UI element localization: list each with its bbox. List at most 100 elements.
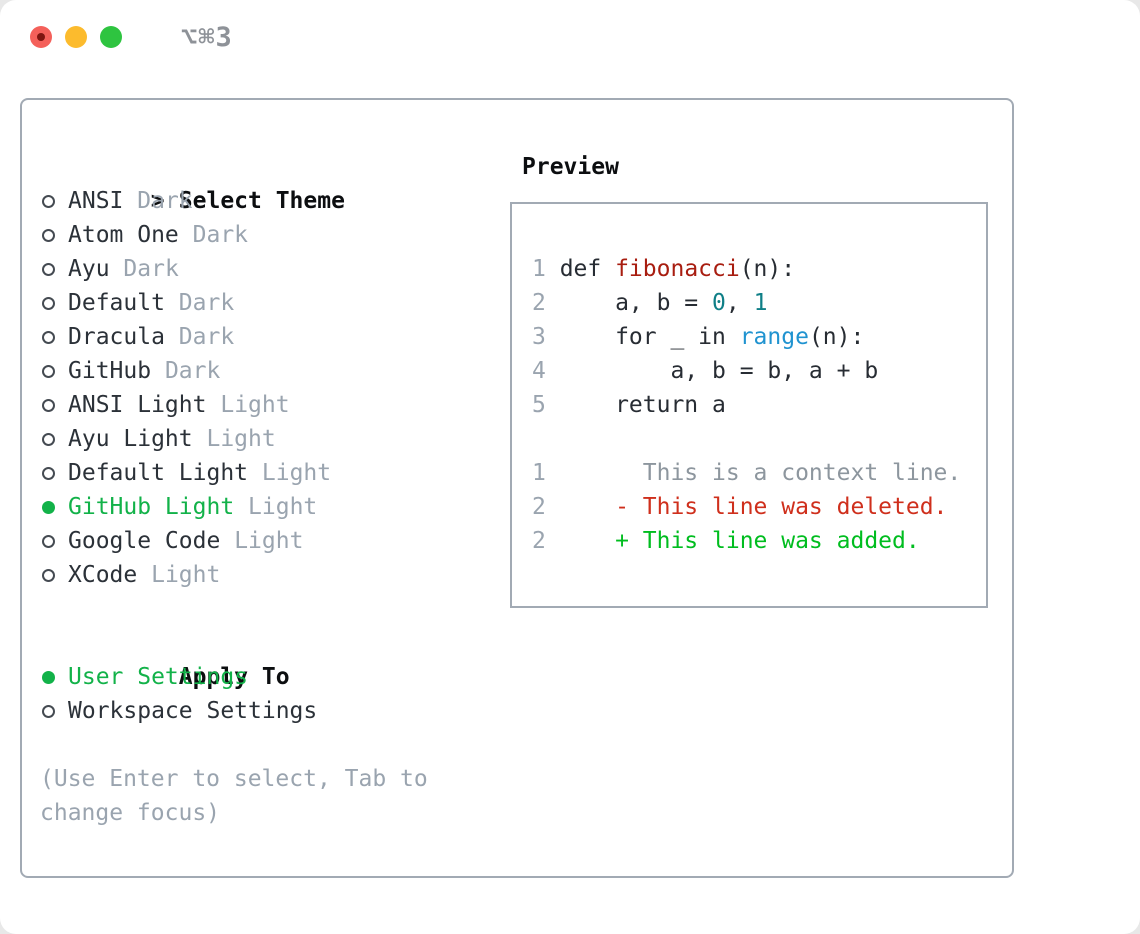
theme-variant: Light [220, 392, 290, 418]
radio-unselected-icon [42, 331, 55, 344]
theme-variant: Dark [123, 256, 179, 282]
radio-unselected-icon [42, 365, 55, 378]
theme-name: Ayu [68, 256, 110, 282]
close-button-icon[interactable] [30, 26, 52, 48]
theme-variant: Dark [178, 324, 235, 350]
apply-option-workspace-settings[interactable]: Workspace Settings [40, 694, 446, 728]
radio-unselected-icon [42, 705, 55, 718]
code-line: 5 return a [532, 388, 986, 422]
line-number: 2 [532, 494, 546, 520]
theme-option-google-code[interactable]: Google Code Light [40, 524, 446, 558]
code-blank-line [532, 422, 986, 456]
radio-unselected-icon [42, 195, 55, 208]
theme-name: Default [68, 290, 165, 316]
theme-variant: Dark [164, 358, 221, 384]
theme-name: Atom One [68, 222, 179, 248]
theme-variant: Light [234, 528, 304, 554]
theme-name: GitHub [68, 358, 152, 384]
minimize-button-icon[interactable] [65, 26, 87, 48]
radio-unselected-icon [42, 433, 55, 446]
code-line: 2 - This line was deleted. [532, 490, 986, 524]
theme-name: Google Code [68, 528, 221, 554]
theme-option-ayu[interactable]: Ayu Dark [40, 252, 446, 286]
code-token-fg: for _ in [559, 324, 740, 350]
theme-variant: Light [206, 426, 276, 452]
traffic-lights [30, 26, 135, 48]
theme-name: ANSI [68, 188, 124, 214]
window-titlebar: ⌥⌘3 [0, 0, 1140, 74]
code-token-del: - This line was deleted. [559, 494, 948, 520]
code-line: 1 This is a context line. [532, 456, 986, 490]
line-number: 5 [532, 392, 546, 418]
code-line: 1 def fibonacci(n): [532, 252, 986, 286]
theme-option-github-light[interactable]: GitHub Light Light [40, 490, 446, 524]
radio-unselected-icon [42, 297, 55, 310]
apply-option-user-settings[interactable]: User Settings [40, 660, 446, 694]
preview-title: Preview [522, 154, 619, 180]
line-number: 1 [532, 460, 546, 486]
code-line: 4 a, b = b, a + b [532, 354, 986, 388]
line-number: 3 [532, 324, 546, 350]
theme-name: Ayu Light [68, 426, 193, 452]
theme-option-ansi-light[interactable]: ANSI Light Light [40, 388, 446, 422]
theme-name: GitHub Light [68, 494, 235, 520]
radio-unselected-icon [42, 467, 55, 480]
code-token-fg: a, b = b, a + b [559, 358, 879, 384]
radio-selected-icon [42, 671, 55, 684]
theme-option-default-light[interactable]: Default Light Light [40, 456, 446, 490]
radio-unselected-icon [42, 569, 55, 582]
line-number: 2 [532, 290, 546, 316]
prompt-caret-icon: > [150, 188, 165, 214]
code-token-add: + This line was added. [559, 528, 920, 554]
code-token-num: 1 [753, 290, 768, 316]
code-token-fg: (n): [808, 324, 865, 350]
theme-option-default[interactable]: Default Dark [40, 286, 446, 320]
theme-option-ayu-light[interactable]: Ayu Light Light [40, 422, 446, 456]
apply-option-label: User Settings [68, 664, 249, 690]
apply-to-title: Apply To [178, 664, 290, 690]
select-theme-header: > Select Theme [40, 150, 446, 214]
zoom-button-icon[interactable] [100, 26, 122, 48]
spacer [40, 592, 446, 626]
theme-option-ansi[interactable]: ANSI Dark [40, 184, 446, 218]
code-token-fg: , [725, 290, 754, 316]
theme-variant: Light [261, 460, 332, 486]
code-token-fg: a, b = [559, 290, 713, 316]
code-line: 2 a, b = 0, 1 [532, 286, 986, 320]
radio-selected-icon [42, 501, 55, 514]
theme-option-atom-one[interactable]: Atom One Dark [40, 218, 446, 252]
line-number: 1 [532, 256, 546, 282]
theme-name: XCode [68, 562, 138, 588]
radio-unselected-icon [42, 535, 55, 548]
code-token-num: 0 [712, 290, 726, 316]
code-token-fg: (n): [739, 256, 796, 282]
theme-variant: Light [151, 562, 221, 588]
theme-option-dracula[interactable]: Dracula Dark [40, 320, 446, 354]
theme-name: Dracula [68, 324, 165, 350]
theme-name: Default Light [68, 460, 249, 486]
code-line: 3 for _ in range(n): [532, 320, 986, 354]
apply-option-label: Workspace Settings [68, 698, 318, 724]
theme-variant: Dark [178, 290, 235, 316]
code-token-builtin: range [739, 324, 809, 350]
select-theme-title: Select Theme [178, 188, 345, 214]
radio-unselected-icon [42, 263, 55, 276]
theme-option-xcode[interactable]: XCode Light [40, 558, 446, 592]
theme-name: ANSI Light [68, 392, 207, 418]
theme-variant: Dark [137, 188, 193, 214]
code-line: 2 + This line was added. [532, 524, 986, 558]
code-token-fg: def [559, 256, 616, 282]
keyboard-hint: (Use Enter to select, Tab to change focu… [40, 766, 428, 826]
line-number: 2 [532, 528, 546, 554]
theme-variant: Light [248, 494, 318, 520]
line-number: 4 [532, 358, 546, 384]
code-token-fn: fibonacci [615, 256, 740, 282]
theme-option-github[interactable]: GitHub Dark [40, 354, 446, 388]
code-token-ctx: This is a context line. [559, 460, 962, 486]
